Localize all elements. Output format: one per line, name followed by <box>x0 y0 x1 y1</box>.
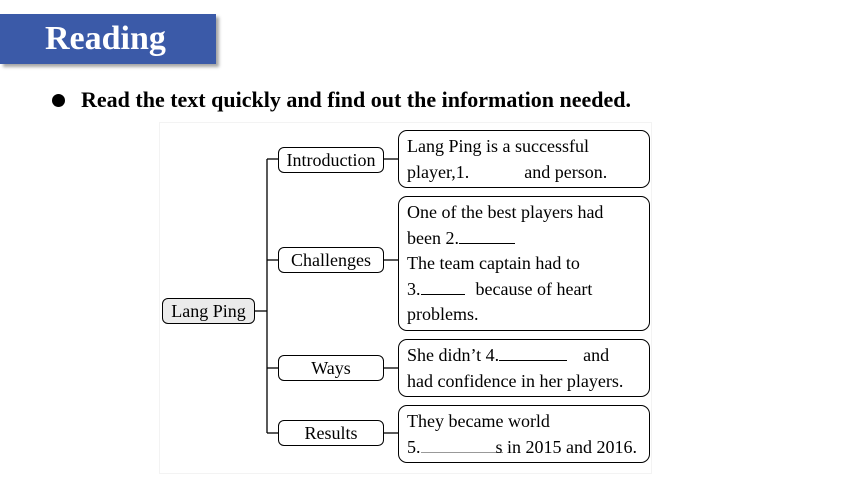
info-line: One of the best players had <box>407 200 649 226</box>
line-text: because of heart <box>475 278 593 299</box>
line-text: been 2. <box>407 227 459 248</box>
info-introduction: Lang Ping is a successful player,1. and p… <box>398 130 650 188</box>
branch-label: Ways <box>311 357 351 378</box>
info-line: problems. <box>407 302 649 328</box>
answer-blank-1 <box>469 160 524 178</box>
root-node: Lang Ping <box>162 298 255 324</box>
root-label: Lang Ping <box>171 300 246 321</box>
info-line: Lang Ping is a successful <box>407 134 649 160</box>
line-text: 3. <box>407 278 421 299</box>
line-text: and person. <box>524 161 608 182</box>
answer-blank-2 <box>458 226 515 244</box>
branch-challenges: Challenges <box>278 247 384 273</box>
connector-lines <box>255 158 398 434</box>
info-line: They became world <box>407 409 649 435</box>
info-line: 3. because of heart <box>407 277 649 303</box>
line-text: Lang Ping is a successful <box>407 136 589 156</box>
line-text: The team captain had to <box>407 253 580 273</box>
line-text: problems. <box>407 304 479 324</box>
branch-label: Results <box>304 422 358 443</box>
line-text: and <box>583 345 610 365</box>
instruction-text: Read the text quickly and find out the i… <box>81 87 632 112</box>
info-line: She didn’t 4. and <box>407 343 649 369</box>
line-text: in 2015 and 2016. <box>502 436 637 457</box>
info-ways: She didn’t 4. and had confidence in her p… <box>398 339 650 397</box>
info-line: had confidence in her players. <box>407 369 649 395</box>
line-text: She didn’t 4. <box>407 345 500 365</box>
answer-blank-5: s <box>420 435 503 457</box>
branch-ways: Ways <box>278 355 384 381</box>
branch-label: Introduction <box>286 149 376 170</box>
instruction: Read the text quickly and find out the i… <box>52 86 631 114</box>
answer-blank-3 <box>420 277 465 295</box>
title-badge: Reading <box>0 14 216 64</box>
line-text: One of the best players had <box>407 202 604 222</box>
line-text: They became world <box>407 411 550 431</box>
slide-title: Reading <box>45 20 166 57</box>
mind-map: Lang Ping Introduction Challenges Ways R… <box>159 122 652 474</box>
info-line: player,1. and person. <box>407 160 649 186</box>
answer-blank-4 <box>499 343 568 361</box>
branch-results: Results <box>278 420 384 446</box>
line-text: had confidence in her players. <box>407 370 624 391</box>
info-line: 5.s in 2015 and 2016. <box>407 435 649 461</box>
info-results: They became world 5.s in 2015 and 2016. <box>398 405 650 463</box>
info-line: The team captain had to <box>407 251 649 277</box>
info-challenges: One of the best players had been 2. The … <box>398 196 650 331</box>
branch-label: Challenges <box>291 249 371 270</box>
info-line: been 2. <box>407 226 649 252</box>
bullet-icon <box>52 93 65 107</box>
line-text: player,1. <box>407 161 470 182</box>
branch-introduction: Introduction <box>278 147 384 173</box>
line-text: 5. <box>407 436 421 457</box>
